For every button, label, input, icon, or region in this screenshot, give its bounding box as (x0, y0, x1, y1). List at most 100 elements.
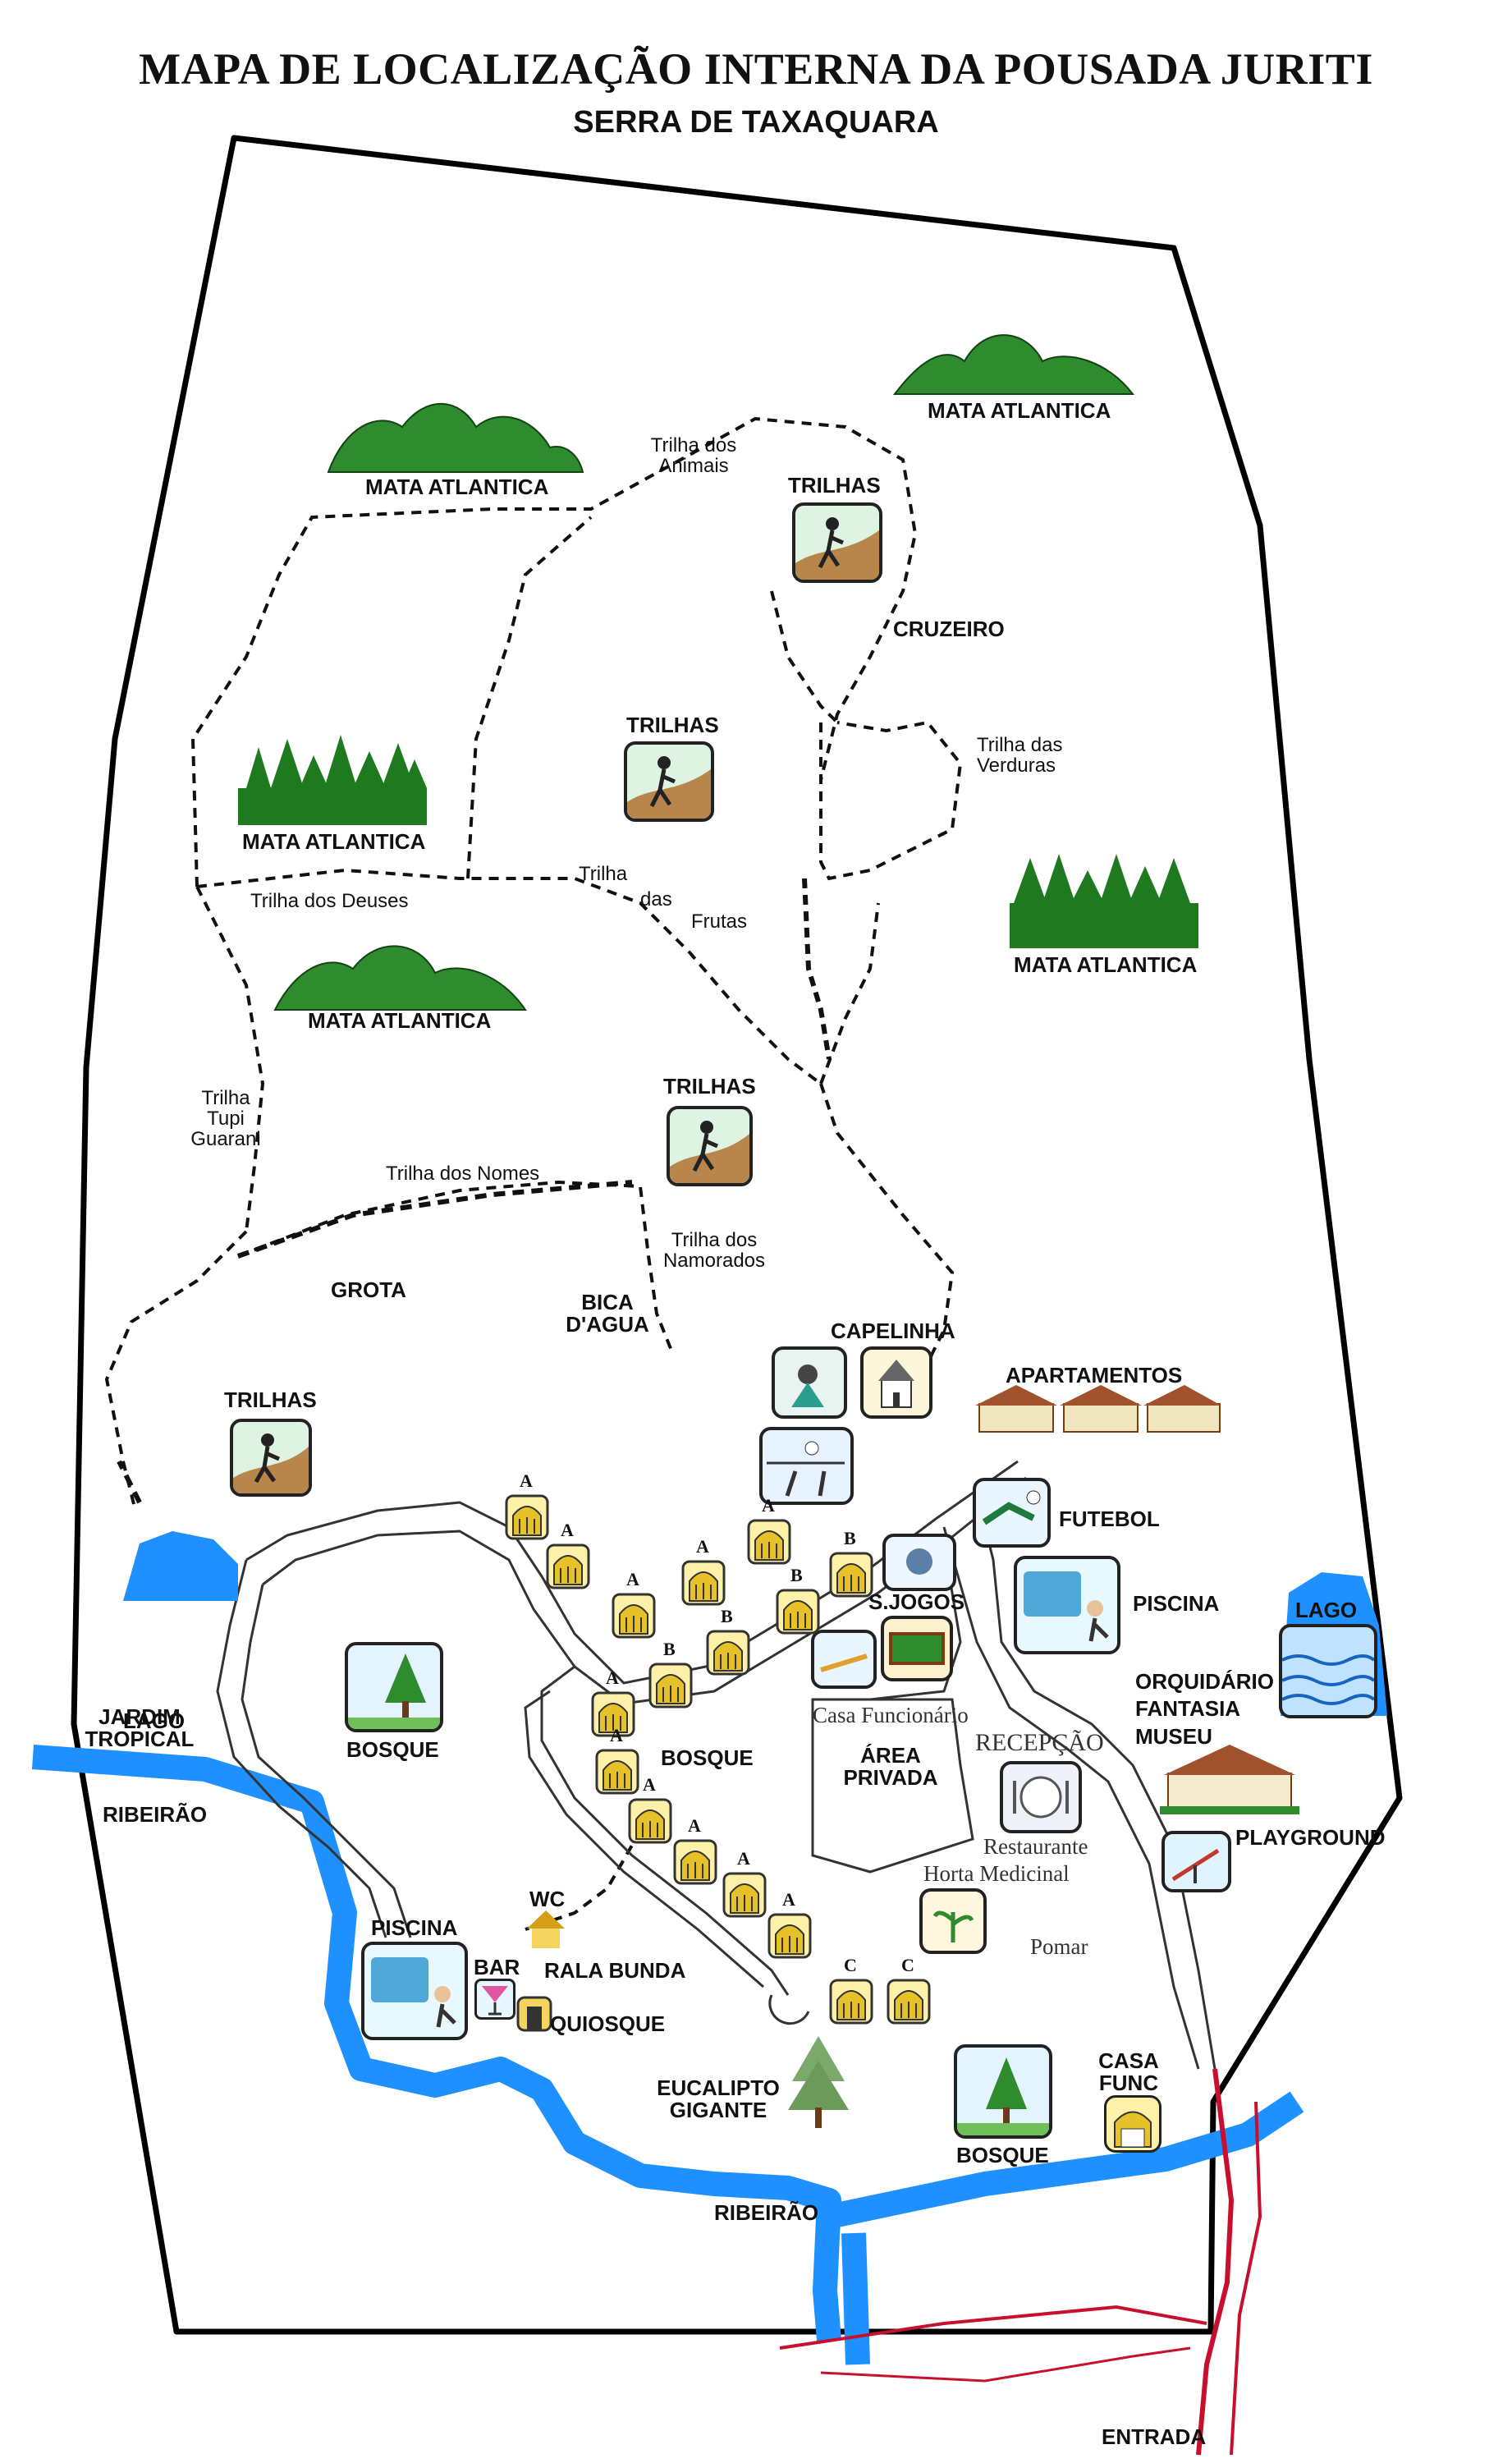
chalet-letter-a: A (696, 1536, 709, 1557)
chalet-a-6[interactable] (595, 1749, 639, 1795)
pool-icon[interactable] (361, 1942, 468, 2040)
hiker-icon[interactable] (792, 502, 882, 583)
chalet-letter-a: A (643, 1774, 656, 1795)
playground-icon[interactable] (1161, 1831, 1231, 1892)
forest-hills-2 (892, 334, 1135, 395)
chalet-a-5[interactable] (591, 1691, 635, 1737)
chalet-a-3[interactable] (681, 1560, 726, 1606)
horta-medicinal-label: Horta Medicinal (923, 1861, 1070, 1886)
entrance-road-2 (1230, 2101, 1262, 2456)
cocktail-icon[interactable] (474, 1979, 515, 2020)
bosque-label-west: BOSQUE (346, 1737, 439, 1762)
chalet-c-15[interactable] (829, 1979, 873, 2025)
chalet-a-4[interactable] (747, 1519, 791, 1565)
museum-icon[interactable] (1160, 1741, 1299, 1814)
road-west (779, 2305, 1207, 2350)
pool-table-icon[interactable] (881, 1616, 953, 1681)
restaurant-icon[interactable] (1000, 1761, 1082, 1833)
chalet-a-9[interactable] (722, 1872, 767, 1918)
property-boundary (71, 135, 1403, 2335)
volleyball-icon[interactable] (759, 1427, 854, 1505)
chalet-a-1[interactable] (546, 1543, 590, 1589)
chalet-letter-b: B (721, 1606, 733, 1626)
walkway-loop (768, 1994, 810, 2025)
cruzeiro-label: CRUZEIRO (893, 617, 1005, 641)
pomar-label: Pomar (1030, 1934, 1088, 1959)
lake-icon[interactable] (1279, 1624, 1377, 1718)
wc-hut-icon[interactable] (525, 1909, 566, 1950)
capelinha-label: CAPELINHA (831, 1319, 955, 1343)
bosque-label-center: BOSQUE (661, 1745, 754, 1770)
pool-icon[interactable] (1014, 1556, 1120, 1654)
casa-func-icon[interactable] (1104, 2095, 1161, 2153)
chalet-a-2[interactable] (612, 1593, 656, 1639)
chapel-icon[interactable] (860, 1346, 932, 1419)
futebol-icon[interactable] (973, 1478, 1051, 1548)
forest-pines-2 (1010, 854, 1198, 948)
trilhas-label-3: TRILHAS (663, 1074, 756, 1098)
chalet-letter-a: A (782, 1889, 795, 1910)
sjogos-icon[interactable] (882, 1534, 956, 1591)
recepcao-label: RECEPÇÃO (975, 1729, 1104, 1756)
lago-label-west: LAGO (123, 1709, 186, 1733)
trail-deuses-label: Trilha dos Deuses (250, 890, 409, 912)
chalet-letter-b: B (663, 1639, 676, 1659)
chalet-letter-a: A (762, 1495, 775, 1516)
trail-bold-3 (117, 1460, 142, 1504)
chalet-letter-a: A (561, 1520, 574, 1540)
eucalyptus-icon[interactable] (784, 2032, 854, 2130)
lake-west (123, 1531, 238, 1601)
map-title: MAPA DE LOCALIZAÇÃO INTERNA DA POUSADA J… (139, 44, 1373, 94)
trail-frutas-word2: das (640, 888, 672, 910)
chalet-b-12[interactable] (776, 1589, 820, 1635)
chalet-a-10[interactable] (767, 1913, 812, 1959)
bosque-icon[interactable] (954, 2044, 1052, 2139)
trilhas-label-4: TRILHAS (224, 1387, 317, 1412)
apartments-icon[interactable] (975, 1381, 1221, 1434)
forest-label-1: MATA ATLANTICA (365, 475, 549, 499)
chalet-a-0[interactable] (505, 1494, 549, 1540)
chalet-letter-a: A (606, 1667, 619, 1688)
seesaw-icon[interactable] (811, 1630, 877, 1689)
chalet-b-14[interactable] (648, 1663, 693, 1709)
chalet-b-11[interactable] (829, 1552, 873, 1598)
entrada-label: ENTRADA (1102, 2424, 1207, 2449)
chalet-a-7[interactable] (628, 1798, 672, 1844)
forest-hills-1 (327, 402, 584, 473)
chalet-a-8[interactable] (673, 1839, 717, 1885)
private-area (811, 1698, 974, 1874)
capelinha-icon[interactable] (772, 1346, 847, 1419)
apartamentos-label: APARTAMENTOS (1006, 1363, 1183, 1387)
trail-bold (802, 878, 832, 1060)
chalet-letter-a: A (626, 1569, 639, 1589)
chalet-letter-c: C (844, 1955, 857, 1975)
chalet-letter-b: B (844, 1528, 856, 1548)
restaurante-label: Restaurante (983, 1834, 1088, 1859)
hiker-icon[interactable] (624, 741, 714, 822)
hiker-icon[interactable] (230, 1419, 312, 1497)
bosque-icon[interactable] (345, 1642, 443, 1732)
chalet-letter-c: C (901, 1955, 914, 1975)
chalet-b-13[interactable] (706, 1630, 750, 1676)
hiker-icon[interactable] (667, 1106, 753, 1186)
quiosque-icon[interactable] (515, 1995, 553, 2033)
quiosque-label: QUIOSQUE (550, 2011, 666, 2036)
piscina-label-east: PISCINA (1133, 1591, 1220, 1616)
chalet-letter-a: A (688, 1815, 701, 1836)
trail-bold-2 (236, 1180, 633, 1259)
bar-label: BAR (474, 1955, 520, 1979)
chalet-c-16[interactable] (887, 1979, 931, 2025)
herb-garden-icon[interactable] (919, 1888, 987, 1954)
trilhas-label-1: TRILHAS (788, 473, 881, 498)
chalet-letter-a: A (737, 1848, 750, 1869)
forest-pines-1 (238, 735, 427, 825)
chalet-letter-a: A (520, 1470, 533, 1491)
forest-label-2: MATA ATLANTICA (928, 398, 1111, 423)
